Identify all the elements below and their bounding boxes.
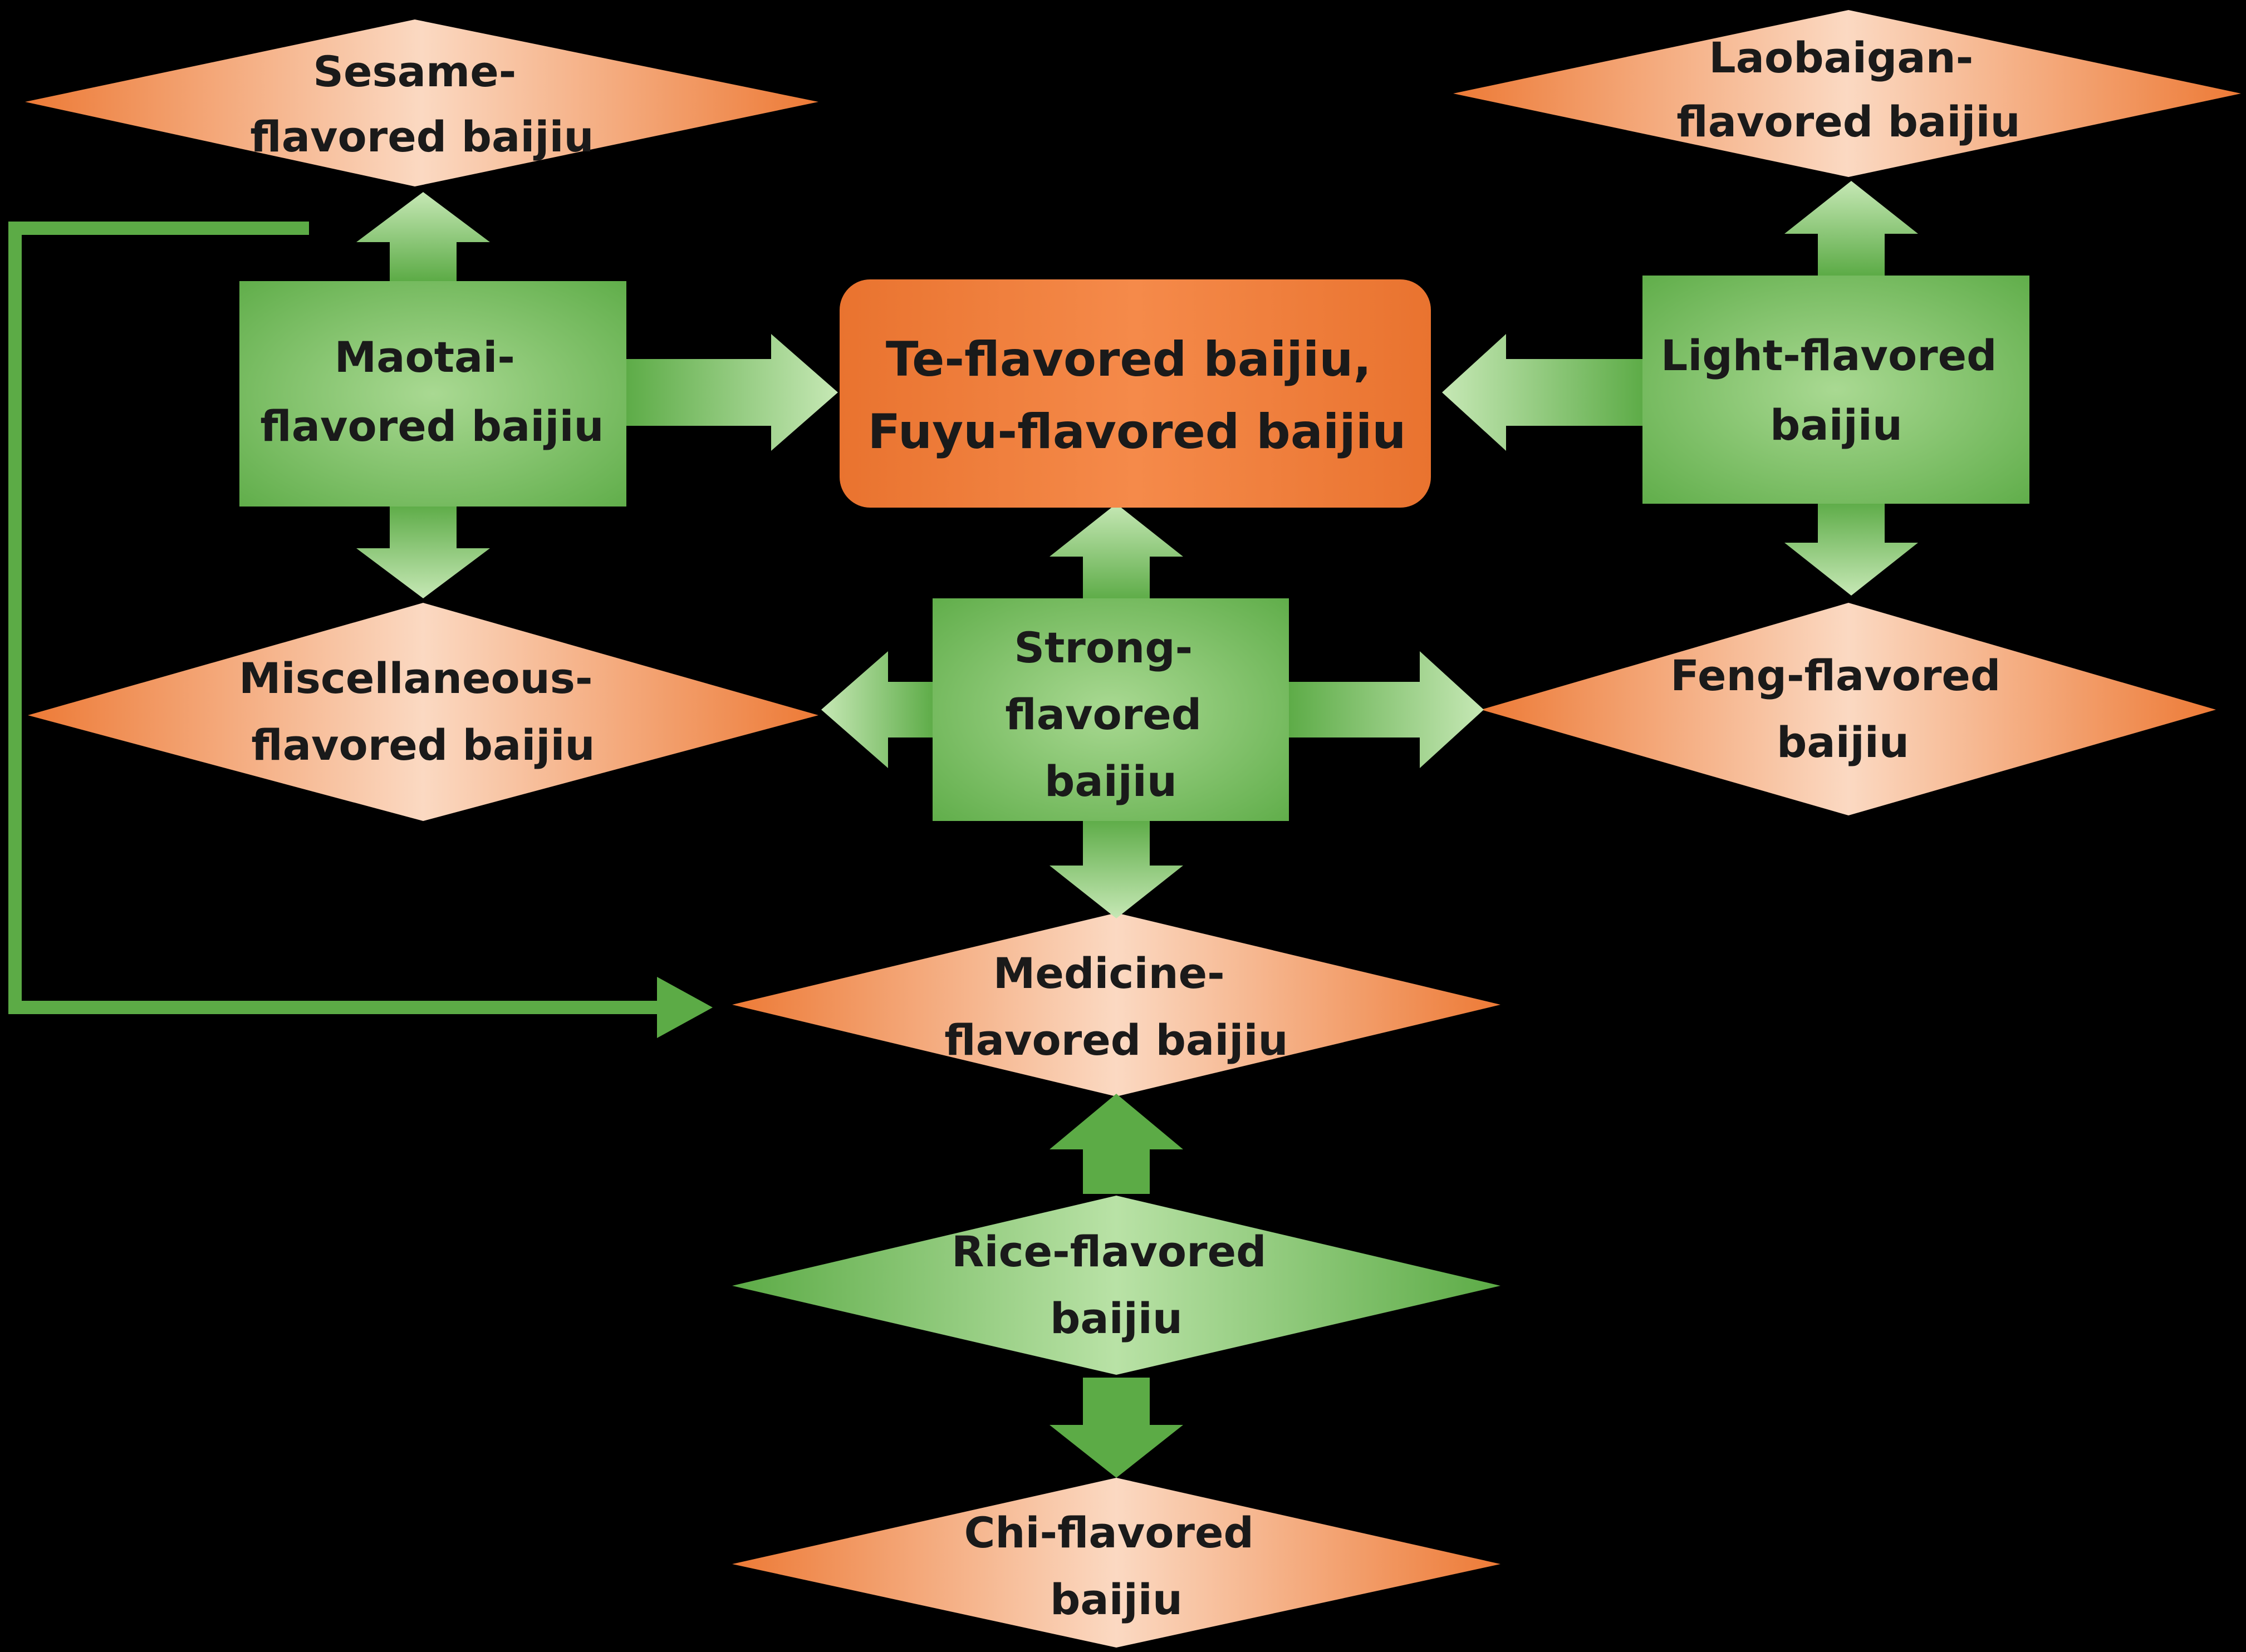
sesame-label-line: Sesame-	[313, 47, 516, 96]
maotai-box	[239, 281, 626, 507]
light-label: Light-flavored baijiu	[1661, 331, 2012, 450]
arrow-rice-to-chi	[1050, 1378, 1183, 1478]
miscellaneous-diamond	[28, 603, 818, 821]
arrow-maotai-to-miscellaneous	[356, 504, 490, 598]
medicine-label: Medicine- flavored baijiu	[944, 948, 1288, 1065]
strong-box	[933, 598, 1289, 821]
arrow-light-to-te	[1442, 334, 1645, 451]
laobaigan-label-line: Laobaigan-	[1709, 33, 1973, 82]
miscellaneous-label-line: Miscellaneous-	[239, 653, 593, 703]
maotai-label-line: flavored baijiu	[260, 401, 604, 451]
medicine-label-line: Medicine-	[993, 948, 1225, 998]
arrow-light-to-laobaigan	[1784, 181, 1918, 276]
arrow-strong-to-medicine	[1050, 818, 1183, 918]
maotai-label-line: Maotai-	[335, 332, 515, 382]
arrow-maotai-to-sesame	[356, 192, 490, 281]
maotai-to-medicine-arrowhead	[657, 977, 713, 1038]
maotai-to-medicine-connector	[8, 222, 657, 1014]
light-box	[1642, 276, 2029, 504]
light-label-line: Light-flavored	[1661, 331, 1997, 380]
miscellaneous-label-line: flavored baijiu	[251, 720, 595, 770]
light-label-line: baijiu	[1770, 400, 1902, 450]
feng-label-line: baijiu	[1777, 717, 1909, 767]
te-fuyu-label-line: Fuyu-flavored baijiu	[867, 404, 1406, 460]
arrow-strong-to-feng	[1286, 651, 1484, 768]
te-fuyu-label: Te-flavored baijiu, Fuyu-flavored baijiu	[867, 332, 1406, 460]
laobaigan-label: Laobaigan- flavored baijiu	[1676, 33, 2020, 146]
sesame-label-line: flavored baijiu	[250, 112, 594, 161]
sesame-diamond	[25, 19, 818, 186]
arrow-strong-to-miscellaneous	[821, 651, 935, 768]
arrow-strong-to-te	[1050, 504, 1183, 601]
feng-label-line: Feng-flavored	[1670, 651, 2000, 700]
sesame-label: Sesame- flavored baijiu	[250, 47, 594, 161]
te-fuyu-label-line: Te-flavored baijiu,	[886, 332, 1371, 387]
medicine-diamond	[732, 913, 1500, 1097]
feng-diamond	[1481, 603, 2216, 815]
laobaigan-diamond	[1453, 10, 2241, 177]
chi-diamond	[732, 1478, 1500, 1648]
arrow-light-to-feng	[1784, 501, 1918, 596]
arrow-maotai-to-te	[624, 334, 838, 451]
laobaigan-label-line: flavored baijiu	[1676, 97, 2020, 146]
rice-label-line: baijiu	[1050, 1294, 1183, 1343]
rice-label-line: Rice-flavored	[952, 1227, 1267, 1276]
miscellaneous-label: Miscellaneous- flavored baijiu	[239, 653, 607, 770]
chi-label-line: baijiu	[1050, 1575, 1183, 1624]
chi-label: Chi-flavored baijiu	[964, 1508, 1269, 1624]
strong-label-line: baijiu	[1044, 756, 1177, 806]
rice-label: Rice-flavored baijiu	[952, 1227, 1281, 1343]
maotai-label: Maotai- flavored baijiu	[260, 332, 604, 451]
chi-label-line: Chi-flavored	[964, 1508, 1254, 1557]
strong-label-line: flavored	[1005, 690, 1202, 739]
arrow-rice-to-medicine	[1050, 1094, 1183, 1194]
te-fuyu-box	[840, 279, 1431, 508]
feng-label: Feng-flavored baijiu	[1670, 651, 2015, 767]
strong-label-line: Strong-	[1014, 623, 1193, 672]
strong-label: Strong- flavored baijiu	[1005, 623, 1216, 806]
medicine-label-line: flavored baijiu	[944, 1015, 1288, 1065]
rice-diamond	[732, 1196, 1500, 1375]
